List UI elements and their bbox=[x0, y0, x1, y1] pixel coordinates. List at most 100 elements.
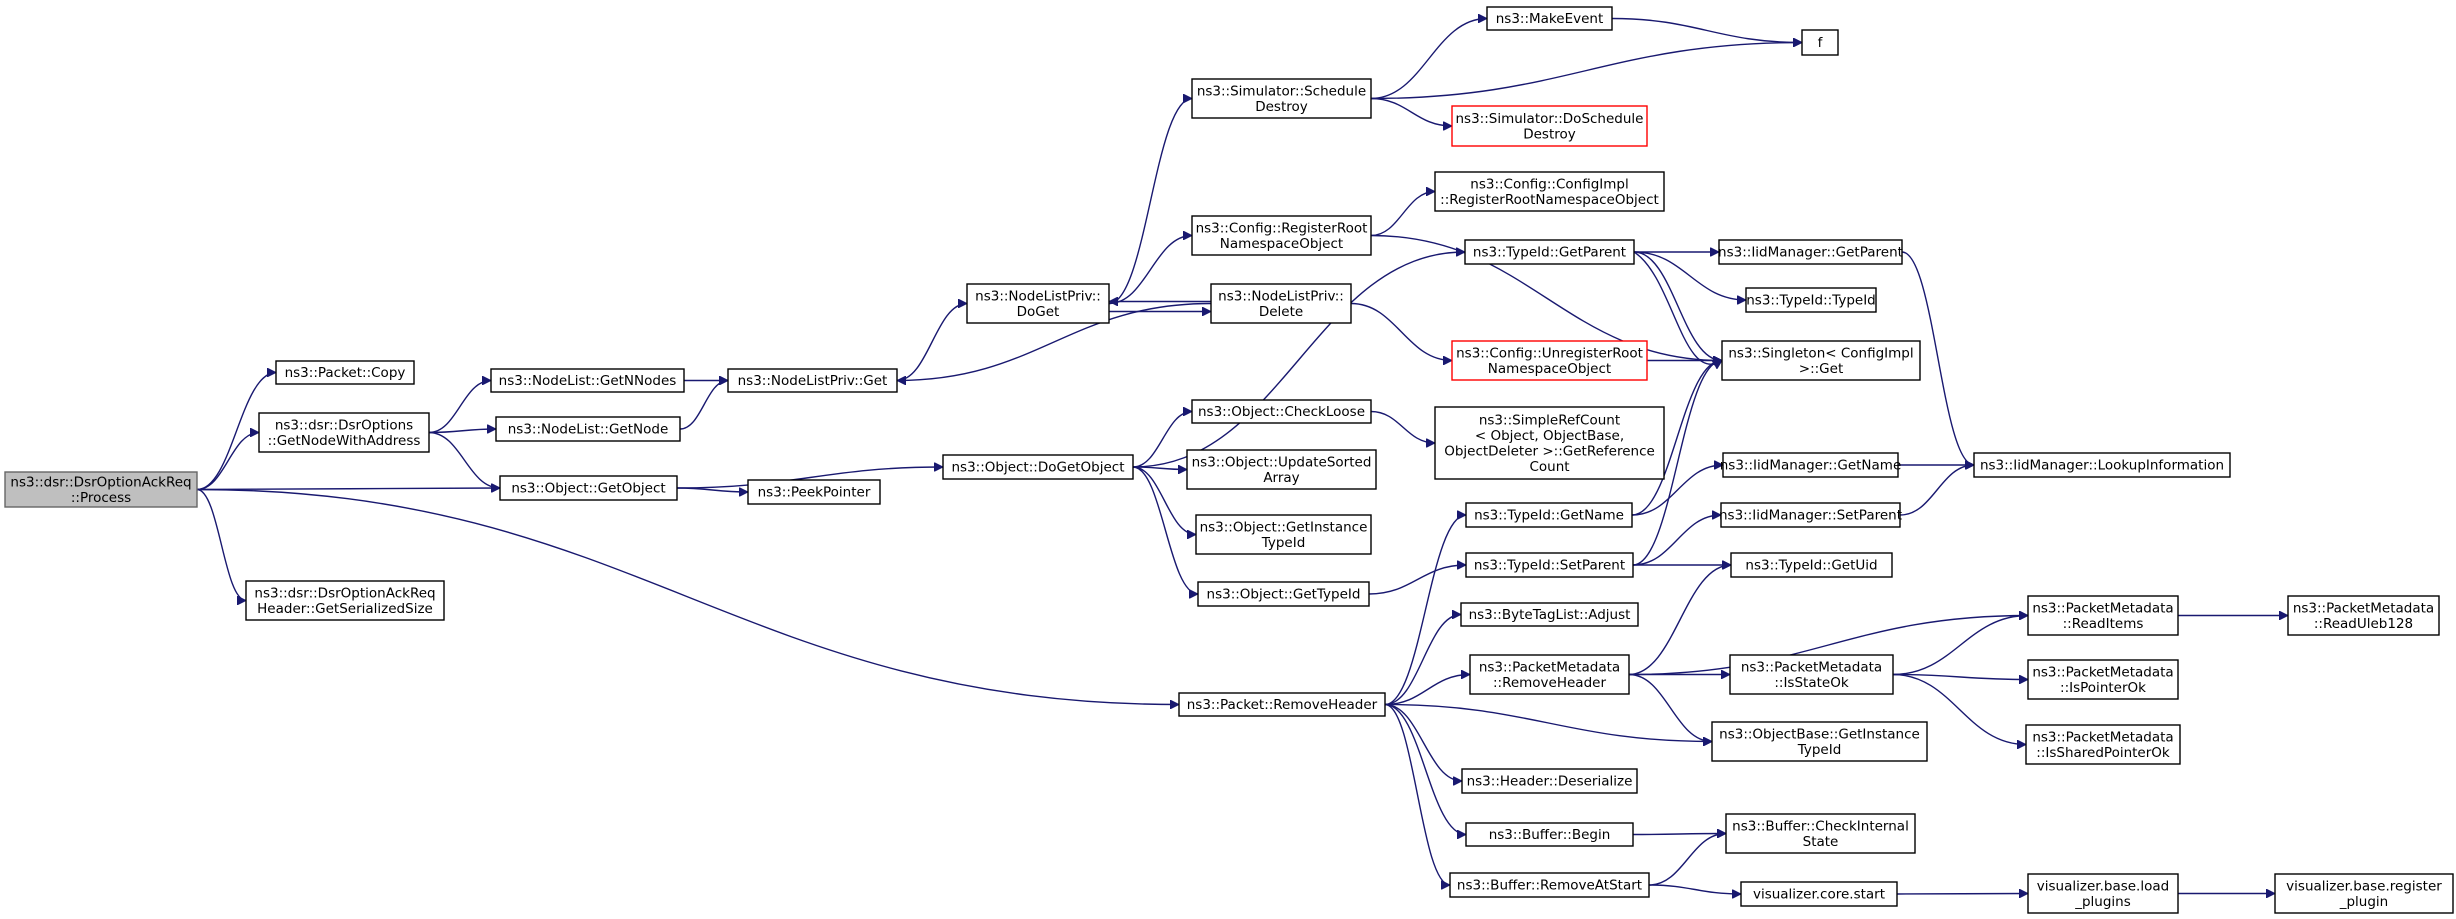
node-box bbox=[495, 416, 681, 442]
node-getobject[interactable]: ns3::Object::GetObject bbox=[499, 475, 678, 501]
node-box bbox=[2025, 724, 2181, 765]
node-vizregister[interactable]: visualizer.base.register_plugin bbox=[2274, 873, 2454, 914]
node-tidtypeid[interactable]: ns3::TypeId::TypeId bbox=[1745, 287, 1877, 313]
node-cfgreg[interactable]: ns3::Config::RegisterRootNamespaceObject bbox=[1191, 215, 1372, 256]
edge-root-to-copy bbox=[196, 373, 277, 491]
node-label-line: ObjectDeleter >::GetReference bbox=[1444, 443, 1655, 459]
node-checkloose[interactable]: ns3::Object::CheckLoose bbox=[1191, 399, 1372, 424]
edge-pmisstate-to-pmispointer bbox=[1892, 673, 2028, 680]
node-pmremove[interactable]: ns3::PacketMetadata::RemoveHeader bbox=[1469, 654, 1630, 695]
node-box bbox=[942, 454, 1134, 480]
node-getser[interactable]: ns3::dsr::DsrOptionAckReqHeader::GetSeri… bbox=[245, 580, 445, 621]
node-label-line: ns3::Header::Deserialize bbox=[1467, 774, 1633, 790]
node-bufremove[interactable]: ns3::Buffer::RemoveAtStart bbox=[1449, 872, 1650, 898]
node-pmisshared[interactable]: ns3::PacketMetadata::IsSharedPointerOk bbox=[2025, 724, 2181, 765]
node-getnnodes[interactable]: ns3::NodeList::GetNNodes bbox=[490, 368, 685, 393]
node-label-line: Header::GetSerializedSize bbox=[257, 601, 433, 617]
node-box bbox=[1195, 514, 1372, 555]
node-removeheader[interactable]: ns3::Packet::RemoveHeader bbox=[1178, 692, 1386, 717]
edge-nlpget-to-nlpdoget bbox=[896, 304, 968, 382]
node-label-line: ::IsPointerOk bbox=[2060, 680, 2146, 696]
node-label-line: ns3::NodeListPriv:: bbox=[1218, 288, 1344, 304]
node-box bbox=[1721, 340, 1921, 381]
edges-layer bbox=[196, 19, 2288, 895]
node-pmreaduleb[interactable]: ns3::PacketMetadata::ReadUleb128 bbox=[2287, 595, 2440, 636]
node-tidsetparent[interactable]: ns3::TypeId::SetParent bbox=[1465, 552, 1634, 578]
node-label-line: ::IsSharedPointerOk bbox=[2036, 745, 2170, 761]
edge-removeheader-to-btladjust bbox=[1384, 615, 1462, 706]
node-pmisstate[interactable]: ns3::PacketMetadata::IsStateOk bbox=[1729, 654, 1894, 695]
node-box bbox=[1801, 29, 1839, 56]
node-iidsetparent[interactable]: ns3::IidManager::SetParent bbox=[1719, 502, 1902, 528]
node-iidgetparent[interactable]: ns3::IidManager::GetParent bbox=[1718, 239, 1903, 265]
node-copy[interactable]: ns3::Packet::Copy bbox=[275, 360, 415, 385]
edge-dogetobject-to-getinsttid bbox=[1132, 466, 1197, 535]
node-makeevent[interactable]: ns3::MakeEvent bbox=[1486, 6, 1613, 31]
node-nlpdoget[interactable]: ns3::NodeListPriv::DoGet bbox=[966, 283, 1110, 324]
node-iidlookup[interactable]: ns3::IidManager::LookupInformation bbox=[1973, 452, 2231, 478]
edge-removeheader-to-bufbegin bbox=[1384, 703, 1467, 835]
node-cfgunreg[interactable]: ns3::Config::UnregisterRootNamespaceObje… bbox=[1451, 340, 1648, 381]
node-label-line: ns3::Config::RegisterRoot bbox=[1196, 220, 1368, 236]
node-label-line: < Object, ObjectBase, bbox=[1475, 428, 1624, 444]
edge-removeheader-to-tidgetname bbox=[1384, 515, 1467, 706]
node-label-line: ::RemoveHeader bbox=[1493, 675, 1606, 691]
node-simplerefcount[interactable]: ns3::SimpleRefCount< Object, ObjectBase,… bbox=[1434, 406, 1665, 480]
node-iidgetname[interactable]: ns3::IidManager::GetName bbox=[1720, 452, 1902, 478]
node-label-line: ns3::Buffer::Begin bbox=[1489, 827, 1611, 843]
node-pmreaditems[interactable]: ns3::PacketMetadata::ReadItems bbox=[2027, 595, 2179, 636]
node-tidgetuid[interactable]: ns3::TypeId::GetUid bbox=[1730, 552, 1893, 578]
node-label-line: ns3::IidManager::GetName bbox=[1720, 458, 1902, 474]
node-singleton[interactable]: ns3::Singleton< ConfigImpl>::Get bbox=[1721, 340, 1921, 381]
edge-tidsetparent-to-iidsetparent bbox=[1632, 515, 1721, 566]
node-tidgetname[interactable]: ns3::TypeId::GetName bbox=[1465, 502, 1633, 528]
edge-pmremove-to-obgetinst bbox=[1628, 673, 1712, 742]
node-cfgimpl[interactable]: ns3::Config::ConfigImpl::RegisterRootNam… bbox=[1434, 171, 1665, 212]
edge-cfgreg-to-singleton bbox=[1370, 234, 1722, 361]
node-label-line: ns3::Object::GetObject bbox=[511, 481, 665, 497]
node-box bbox=[1729, 654, 1894, 695]
node-box bbox=[2027, 659, 2179, 700]
node-label-line: visualizer.base.register bbox=[2286, 878, 2442, 894]
node-pmispointer[interactable]: ns3::PacketMetadata::IsPointerOk bbox=[2027, 659, 2179, 700]
node-peek[interactable]: ns3::PeekPointer bbox=[747, 479, 881, 505]
edge-iidgetparent-to-iidlookup bbox=[1901, 251, 1975, 465]
node-nlpget[interactable]: ns3::NodeListPriv::Get bbox=[727, 368, 898, 393]
node-box bbox=[1191, 399, 1372, 424]
node-dogetobject[interactable]: ns3::Object::DoGetObject bbox=[942, 454, 1134, 480]
node-vizstart[interactable]: visualizer.core.start bbox=[1740, 881, 1898, 907]
edge-pmisstate-to-pmisshared bbox=[1892, 673, 2026, 745]
node-btladjust[interactable]: ns3::ByteTagList::Adjust bbox=[1460, 602, 1639, 627]
node-f[interactable]: f bbox=[1801, 29, 1839, 56]
node-getnode[interactable]: ns3::NodeList::GetNode bbox=[495, 416, 681, 442]
node-box bbox=[1434, 406, 1665, 480]
node-label-line: ns3::TypeId::SetParent bbox=[1474, 558, 1625, 574]
node-label-line: ns3::NodeList::GetNode bbox=[508, 422, 669, 438]
node-root[interactable]: ns3::dsr::DsrOptionAckReq::Process bbox=[4, 471, 198, 508]
node-getnodewa[interactable]: ns3::dsr::DsrOptions::GetNodeWithAddress bbox=[258, 412, 430, 453]
node-gettypeid[interactable]: ns3::Object::GetTypeId bbox=[1197, 581, 1370, 607]
node-label-line: ns3::TypeId::GetName bbox=[1474, 508, 1624, 524]
node-label-line: ns3::dsr::DsrOptions bbox=[275, 417, 413, 433]
node-box bbox=[1178, 692, 1386, 717]
node-hdrdeser[interactable]: ns3::Header::Deserialize bbox=[1461, 768, 1638, 794]
node-label-line: ::IsStateOk bbox=[1774, 675, 1848, 691]
node-label-line: ns3::Packet::Copy bbox=[285, 365, 406, 381]
edge-root-to-getnodewa bbox=[196, 433, 260, 491]
node-tidgetparent[interactable]: ns3::TypeId::GetParent bbox=[1464, 239, 1635, 265]
node-vizload[interactable]: visualizer.base.load_plugins bbox=[2027, 873, 2179, 914]
node-box bbox=[1465, 552, 1634, 578]
node-nlpdelete[interactable]: ns3::NodeListPriv::Delete bbox=[1210, 283, 1352, 324]
edge-getobject-to-dogetobject bbox=[676, 467, 943, 489]
node-label-line: ns3::Buffer::CheckInternal bbox=[1732, 818, 1909, 834]
node-label-line: Count bbox=[1529, 459, 1569, 475]
node-bufbegin[interactable]: ns3::Buffer::Begin bbox=[1465, 822, 1634, 847]
node-label-line: ns3::Object::GetTypeId bbox=[1207, 587, 1361, 603]
